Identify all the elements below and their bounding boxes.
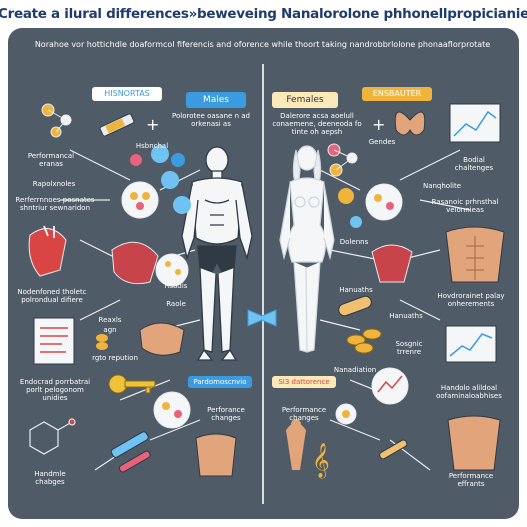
label-performance: Performancal eranas (27, 152, 75, 168)
treble-clef-icon: 𝄞 (312, 443, 330, 479)
connector-arrow (69, 149, 131, 181)
connector-arrow (399, 149, 461, 181)
label-horclonen: Hovdrorainet palay onherements (437, 292, 505, 308)
label-performance-changes-left: Perforance changes (207, 406, 245, 422)
connector-arrow (149, 419, 201, 441)
connector-arrow (79, 299, 121, 321)
connector-arrow (329, 419, 381, 441)
male-figure (181, 146, 253, 361)
label-performance-effects: Performance effrants (448, 472, 494, 488)
torso-icon (447, 415, 501, 471)
label-repution: rgto repution (92, 354, 138, 362)
subtitle: Norahoe vor hottichdle doaformcol fifere… (34, 40, 491, 49)
pill-icon (96, 334, 108, 350)
label-handlo: Handolo alildoal oofaminaloabhises (436, 384, 502, 400)
bottom-badge-left: Pardomoscnvio (188, 376, 252, 388)
reaction-circle (121, 181, 159, 219)
connector-arrow (319, 319, 361, 331)
label-hormone: Hsbnchal (135, 142, 169, 150)
males-heading: Males (186, 92, 246, 108)
panel-divider (262, 64, 264, 504)
label-nanopholite: Nanqholite (422, 182, 462, 190)
left-tag: HISNORTAS (92, 87, 162, 101)
handshake-icon (139, 322, 185, 356)
bone-icon (379, 439, 408, 460)
female-silhouette-icon (286, 419, 306, 470)
page-title: Create a ilural differences»beweveing Na… (0, 6, 527, 22)
label-performance-changes-right: Performance changes (281, 406, 327, 422)
label-hanuaths: Hanuaths (339, 286, 373, 294)
label-sosgnic: Sosgnic trrenre (395, 340, 423, 356)
hormone-bubbles (130, 145, 185, 189)
female-figure (279, 145, 335, 353)
plus-sign: + (372, 115, 385, 134)
label-hanuaths-2: Hanuaths (389, 312, 423, 320)
label-racis: Raole (166, 300, 186, 308)
molecule-icon (327, 143, 358, 177)
label-kind: Reaxls (98, 316, 122, 324)
label-endocrine: Endocrad porrbatrai porlt pelogonom unid… (19, 378, 91, 402)
uterus-icon (371, 244, 413, 283)
label-cardio: Nodenfoned tholetc polrondual difiere (17, 288, 87, 304)
node-circle (365, 183, 403, 221)
label-reactions: Rapolxnoles (32, 180, 76, 188)
butterfly-icon (394, 111, 426, 136)
capsule-icon (338, 295, 372, 317)
label-bolenns: Dolenns (339, 238, 369, 246)
bar-chart-icon (445, 325, 497, 363)
node-circle (153, 391, 191, 429)
right-tag: ENSBAUTER (362, 87, 432, 101)
label-physio: Rerferrnnoes posnates shntriur sewnarido… (15, 196, 95, 212)
plus-sign: + (146, 115, 159, 134)
connector-arrow (329, 249, 381, 261)
chemical-structure-icon (29, 418, 76, 455)
label-bodial: Bodial chaltenges (454, 156, 494, 172)
connector-arrow (119, 379, 171, 401)
test-tube-icon (110, 431, 151, 473)
label-top-caption-right: Dalerore acsa aoelull conaemene, deeneod… (272, 112, 362, 136)
torso-icon (195, 433, 237, 477)
connector-arrow (319, 169, 361, 191)
label-agn: agn (103, 326, 117, 334)
key-icon (108, 374, 156, 394)
label-gender: Gendes (368, 138, 396, 146)
line-chart-icon (449, 103, 501, 143)
heart-icon (28, 225, 67, 277)
muscle-icon (111, 241, 159, 285)
center-bow-icon (247, 309, 277, 327)
syringe-icon (99, 113, 135, 137)
label-endocrine-right: Rasanoic prhnsthal velonnieas (431, 198, 499, 214)
node-circle (155, 253, 189, 287)
abdomen-icon (445, 226, 505, 283)
females-heading: Females (272, 92, 338, 108)
bottom-badge-right: SI3 dattorence (272, 376, 336, 388)
coin-stack-icon (346, 328, 382, 354)
document-icon (33, 317, 75, 365)
connector-arrow (419, 199, 471, 211)
label-rsadis: Rsadis (164, 282, 188, 290)
connector-arrow (399, 299, 441, 321)
label-nanadate: Nanadiation (333, 366, 377, 374)
molecule-icon (41, 103, 72, 138)
label-top-caption: Polorotee oasane n ad orkenasi as (172, 112, 250, 128)
label-hormonal: Handmle chabges (34, 470, 66, 486)
